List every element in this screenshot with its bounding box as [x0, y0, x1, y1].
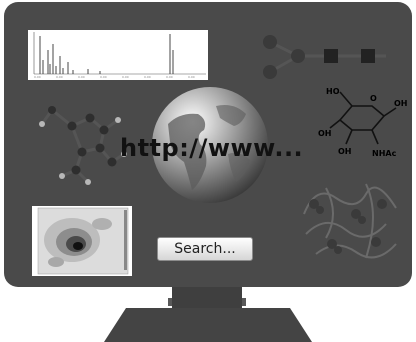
svg-text:0.00: 0.00 — [144, 75, 151, 79]
glycan-node-circle — [263, 65, 277, 79]
svg-text:0.00: 0.00 — [78, 75, 85, 79]
monitor-neck — [172, 287, 242, 311]
globe-icon — [152, 87, 268, 203]
glycan-node-circle — [263, 35, 277, 49]
sugar-structure-diagram: HO O OH OH OH NHAc — [318, 87, 408, 158]
svg-text:0.00: 0.00 — [100, 75, 107, 79]
glycan-node-circle — [291, 49, 305, 63]
svg-text:0.00: 0.00 — [166, 75, 173, 79]
mass-spectrum-panel: 0.00 0.00 0.00 0.00 0.00 0.00 0.00 0.00 — [28, 30, 208, 80]
heatmap-panel — [32, 206, 132, 276]
sugar-label-o: O — [370, 94, 377, 103]
sugar-label-ho: HO — [326, 87, 340, 96]
sugar-label-nhac: NHAc — [372, 149, 397, 158]
protein-structure-panel — [303, 183, 397, 259]
sugar-label-oh-1: OH — [394, 99, 408, 108]
glycan-node-square — [361, 49, 375, 63]
url-text: http://www... — [120, 134, 304, 162]
svg-text:0.00: 0.00 — [34, 75, 41, 79]
search-button[interactable]: Search... — [157, 237, 253, 261]
monitor-base — [104, 308, 312, 342]
svg-text:0.00: 0.00 — [188, 75, 195, 79]
sugar-label-oh-2: OH — [318, 129, 332, 138]
glycan-symbol-diagram — [263, 35, 386, 79]
molecule-ball-stick-panel — [39, 106, 127, 185]
svg-text:0.00: 0.00 — [56, 75, 63, 79]
svg-text:0.00: 0.00 — [122, 75, 129, 79]
sugar-label-oh-3: OH — [338, 147, 352, 156]
glycan-node-square — [324, 49, 338, 63]
